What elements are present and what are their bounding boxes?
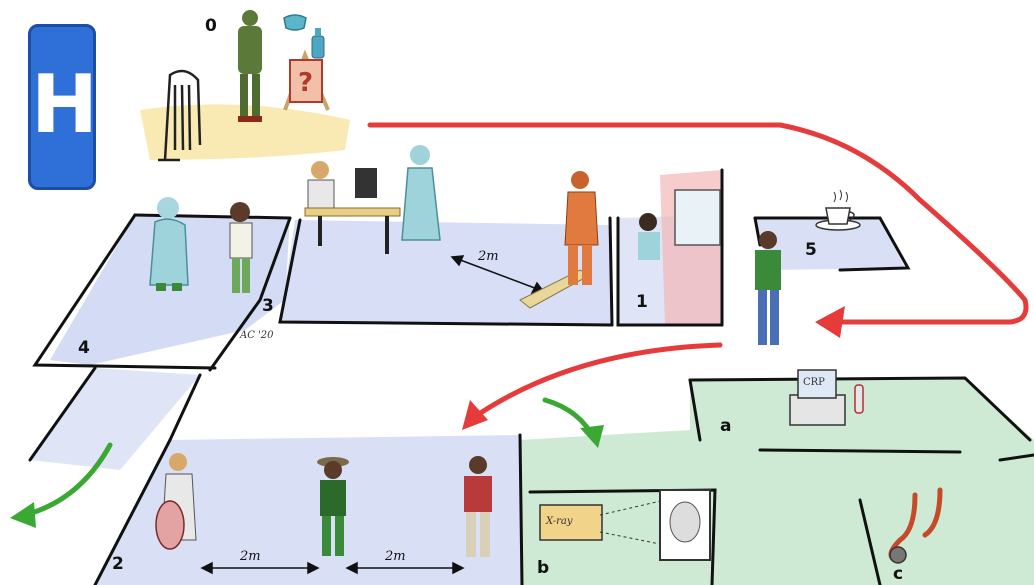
nurse-figure	[402, 145, 440, 240]
red-arrowhead-down	[462, 400, 488, 430]
station-5-label: 5	[805, 242, 817, 259]
hospital-sign-letter: H	[31, 65, 93, 145]
swab-tester-figure	[150, 197, 188, 291]
station-4-label: 4	[78, 340, 90, 357]
waiting-area-zone	[280, 220, 612, 325]
coffee-cup-icon	[816, 190, 860, 230]
hospital-sign-icon: H	[28, 24, 96, 190]
station-b-label: b	[537, 560, 549, 577]
stethoscope-chestpiece	[890, 547, 906, 563]
distance-label-bottom-left: 2m	[240, 550, 261, 563]
station-1-label: 1	[636, 294, 648, 311]
diagnostic-zone	[520, 378, 1034, 585]
station-2-label: 2	[112, 556, 124, 573]
red-arrowhead-right	[815, 306, 845, 338]
mask-and-sanitizer-icon	[284, 15, 324, 58]
station-3-label: 3	[262, 298, 274, 315]
green-arrowhead-exit	[10, 502, 36, 528]
xray-device-label: X-ray	[546, 516, 573, 527]
distance-label-bottom-right: 2m	[385, 550, 406, 563]
guard-figure	[238, 10, 262, 122]
station-a-label: a	[720, 418, 731, 435]
crp-device-label: CRP	[803, 377, 825, 388]
distance-label-top: 2m	[478, 250, 499, 263]
station-c-label: c	[893, 566, 903, 583]
artist-signature: AC '20	[240, 330, 274, 341]
sign-question-mark: ?	[298, 70, 313, 96]
station-0-label: 0	[205, 18, 217, 35]
